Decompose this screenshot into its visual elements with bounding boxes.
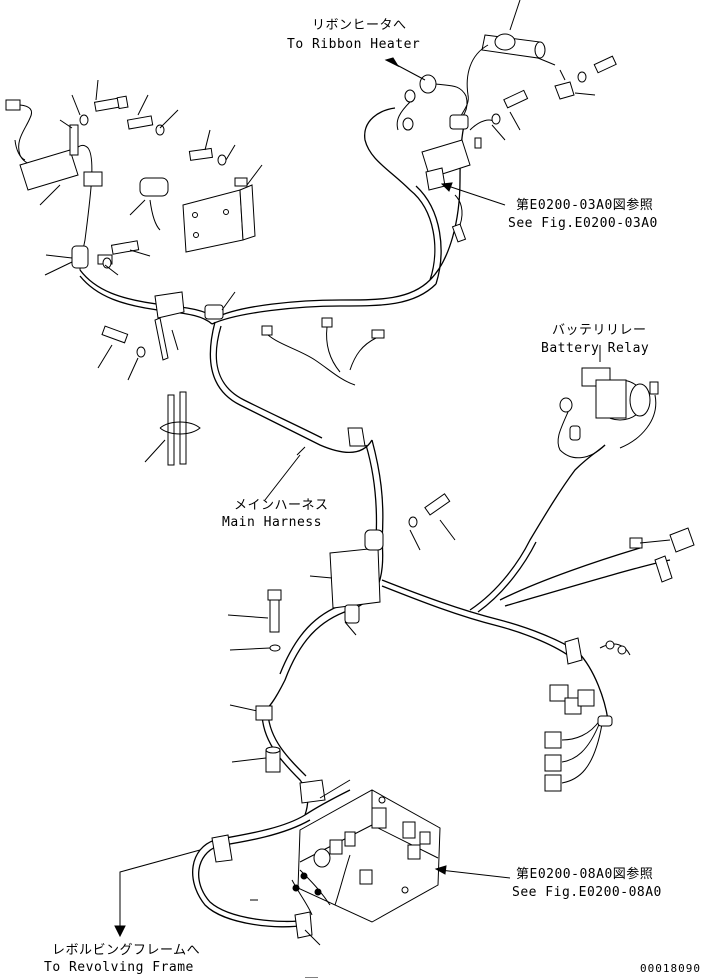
left-wire-assembly — [5, 79, 263, 271]
battery-relay-label-en: Battery Relay — [541, 341, 649, 356]
grommet — [139, 177, 169, 197]
fig-03a0-label-jp: 第E0200-03A0図参照 — [516, 197, 653, 213]
main-harness-label-en: Main Harness — [222, 515, 322, 530]
center-connectors — [261, 317, 385, 501]
battery-relay-label-jp: バッテリリレー — [552, 323, 647, 338]
main-harness-label-jp: メインハーネス — [234, 498, 329, 513]
battery-relay — [557, 345, 659, 459]
fig-03a0-label-en: See Fig.E0200-03A0 — [508, 216, 658, 231]
mounting-plate — [182, 189, 244, 253]
ribbon-heater-assembly — [384, 0, 617, 243]
ribbon-heater-label-en: To Ribbon Heater — [287, 37, 420, 52]
fig-08a0-label-jp: 第E0200-08A0図参照 — [516, 866, 653, 882]
drawing-number: 00018090 — [640, 962, 701, 975]
fuse-box — [291, 779, 511, 923]
revolving-frame-label-jp: レボルビングフレームへ — [52, 943, 200, 958]
washer-icon — [79, 114, 89, 126]
fig-08a0-label-en: See Fig.E0200-08A0 — [512, 885, 662, 900]
revolving-frame-label-en: To Revolving Frame — [44, 960, 194, 975]
ribbon-heater-label-jp: リボンヒータへ — [312, 18, 407, 33]
bracket-plate — [19, 149, 79, 191]
bolt-icon — [126, 115, 154, 130]
right-connectors — [544, 527, 695, 792]
left-clamp-assembly — [44, 240, 236, 466]
bolt-icon — [93, 95, 129, 112]
revolving-frame-arrow — [114, 849, 201, 938]
center-lower-parts — [211, 493, 456, 946]
washer-icon — [155, 124, 165, 136]
connector-icon — [5, 99, 21, 111]
